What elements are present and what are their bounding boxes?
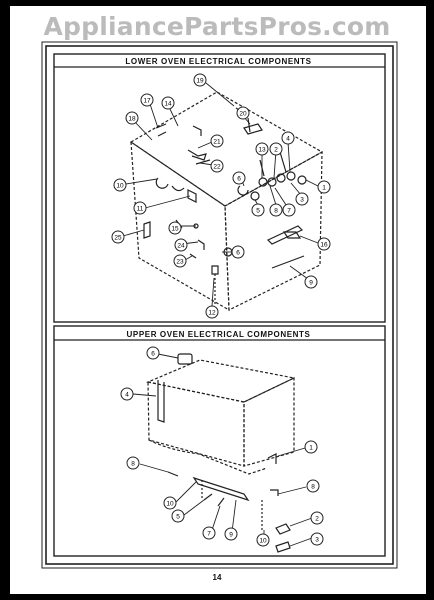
callout-bubble: 6 <box>146 346 160 360</box>
upper-leader-lines <box>132 353 313 547</box>
callout-bubble: 3 <box>310 532 324 546</box>
upper-oven-panel <box>53 325 386 557</box>
callout-bubble: 5 <box>171 509 185 523</box>
svg-text:9: 9 <box>309 280 313 287</box>
upper-section-title: UPPER OVEN ELECTRICAL COMPONENTS <box>126 330 311 339</box>
callout-bubble: 25 <box>111 230 125 244</box>
svg-text:8: 8 <box>311 484 315 491</box>
svg-text:6: 6 <box>237 176 241 183</box>
receptacle-part <box>143 221 151 239</box>
callout-bubble: 6 <box>232 171 246 185</box>
callout-bubble: 21 <box>210 134 224 148</box>
svg-text:12: 12 <box>208 310 216 317</box>
svg-text:9: 9 <box>229 532 233 539</box>
svg-text:10: 10 <box>166 501 174 508</box>
svg-text:10: 10 <box>259 538 267 545</box>
bake-element-part <box>192 476 250 502</box>
svg-text:5: 5 <box>176 514 180 521</box>
callout-bubble: 1 <box>317 180 331 194</box>
svg-text:15: 15 <box>171 226 179 233</box>
svg-text:22: 22 <box>213 164 221 171</box>
svg-text:17: 17 <box>143 98 151 105</box>
heating-element-part <box>266 225 304 245</box>
svg-text:25: 25 <box>114 235 122 242</box>
svg-text:23: 23 <box>176 259 184 266</box>
callout-bubble: 2 <box>310 511 324 525</box>
callout-bubble: 13 <box>255 142 269 156</box>
svg-text:13: 13 <box>258 147 266 154</box>
upper-oven-components <box>157 353 291 553</box>
svg-text:19: 19 <box>196 78 204 85</box>
callout-bubble: 22 <box>210 159 224 173</box>
svg-text:6: 6 <box>151 351 155 358</box>
svg-text:11: 11 <box>137 206 144 213</box>
callout-bubble: 2 <box>269 142 283 156</box>
callout-bubble: 8 <box>269 203 283 217</box>
callout-bubble: 19 <box>193 73 207 87</box>
lower-section-title: LOWER OVEN ELECTRICAL COMPONENTS <box>125 57 312 66</box>
bracket-part <box>177 353 193 365</box>
callout-bubble: 11 <box>133 201 147 215</box>
svg-text:18: 18 <box>128 116 136 123</box>
upper-oven-cabinet <box>145 359 296 475</box>
svg-text:2: 2 <box>315 516 319 523</box>
lower-oven-panel <box>53 53 386 323</box>
page-number: 14 <box>212 573 222 582</box>
callout-bubble: 10 <box>113 178 127 192</box>
svg-text:7: 7 <box>207 531 211 538</box>
callout-bubble: 24 <box>174 238 188 252</box>
callout-bubble: 9 <box>224 527 238 541</box>
svg-text:5: 5 <box>256 208 260 215</box>
svg-text:21: 21 <box>213 139 221 146</box>
callout-bubble: 10 <box>256 533 270 547</box>
callout-bubble: 10 <box>163 496 177 510</box>
callout-bubble: 5 <box>251 203 265 217</box>
svg-text:8: 8 <box>131 461 135 468</box>
callout-bubble: 4 <box>281 131 295 145</box>
callout-bubble: 12 <box>205 305 219 319</box>
callout-bubble: 20 <box>236 106 250 120</box>
callout-bubble: 9 <box>304 275 318 289</box>
callout-bubble: 8 <box>126 456 140 470</box>
svg-text:4: 4 <box>286 136 290 143</box>
svg-text:8: 8 <box>274 208 278 215</box>
svg-text:7: 7 <box>287 208 291 215</box>
svg-text:24: 24 <box>177 243 185 250</box>
callout-bubble: 3 <box>295 192 309 206</box>
inner-frame <box>45 45 394 565</box>
lower-oven-components <box>143 107 307 304</box>
callout-bubble: 7 <box>202 526 216 540</box>
callout-bubble: 16 <box>317 237 331 251</box>
callout-bubble: 23 <box>173 254 187 268</box>
lower-oven-cabinet <box>129 91 324 312</box>
callout-bubble: 8 <box>306 479 320 493</box>
svg-text:6: 6 <box>236 250 240 257</box>
outer-frame <box>41 41 398 569</box>
svg-text:20: 20 <box>239 111 247 118</box>
svg-text:10: 10 <box>116 183 124 190</box>
svg-text:4: 4 <box>125 392 129 399</box>
callout-bubble: 17 <box>140 93 154 107</box>
callout-bubble: 14 <box>161 96 175 110</box>
callout-bubble: 6 <box>231 245 245 259</box>
svg-text:1: 1 <box>309 445 313 452</box>
callout-bubble: 4 <box>120 387 134 401</box>
svg-text:16: 16 <box>320 242 328 249</box>
callout-bubble: 7 <box>282 203 296 217</box>
svg-text:14: 14 <box>164 101 172 108</box>
terminal-block-part <box>243 123 263 135</box>
upper-callouts: 6 4 1 8 8 10 5 7 9 10 2 3 <box>120 346 324 547</box>
svg-text:3: 3 <box>315 537 319 544</box>
paper-sheet <box>10 6 426 594</box>
svg-text:2: 2 <box>274 147 278 154</box>
lower-callouts: 19 20 17 14 18 21 22 10 11 15 25 24 23 6… <box>111 73 331 319</box>
svg-text:3: 3 <box>300 197 304 204</box>
callout-bubble: 1 <box>304 440 318 454</box>
callout-bubble: 15 <box>168 221 182 235</box>
svg-text:1: 1 <box>322 185 326 192</box>
callout-bubble: 18 <box>125 111 139 125</box>
